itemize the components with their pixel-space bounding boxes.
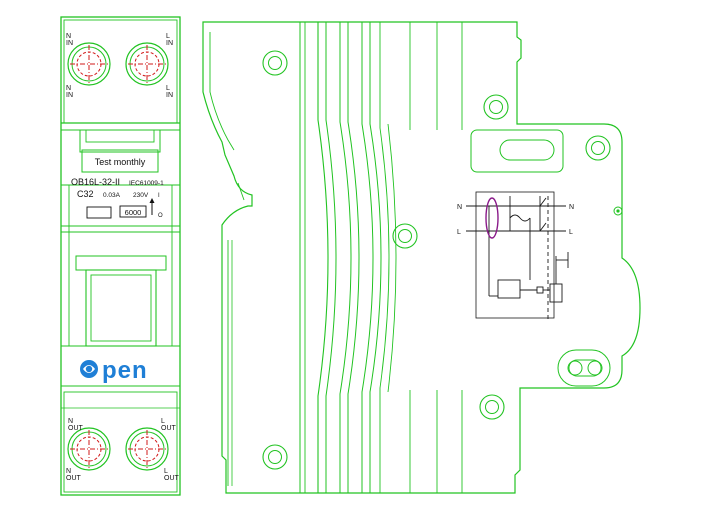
terminal-l-in[interactable] xyxy=(125,42,169,86)
test-button[interactable] xyxy=(81,149,159,173)
model-number: OB16L-32-II xyxy=(71,177,120,187)
terminal-n-out[interactable] xyxy=(67,427,111,471)
front-view xyxy=(60,16,181,496)
arrow-head-icon xyxy=(149,198,155,203)
front-outline xyxy=(60,16,181,496)
side-pin xyxy=(613,206,623,216)
toggle-handle[interactable] xyxy=(75,255,167,271)
mount-boss-center xyxy=(392,223,418,249)
sensitivity-rating: 0.03A xyxy=(103,192,121,199)
standard-number: IEC61009-1 xyxy=(129,180,164,187)
terminal-n-in[interactable] xyxy=(67,42,111,86)
capacity-box xyxy=(119,205,147,218)
schematic-label-right-n: N xyxy=(569,204,574,211)
schematic-label-left-l: L xyxy=(457,229,461,236)
mount-boss-top-left xyxy=(262,50,288,76)
side-pin-center xyxy=(616,209,620,213)
schematic-label-right-l: L xyxy=(569,229,573,236)
current-rating: C32 xyxy=(77,189,94,199)
off-mark: O xyxy=(158,213,163,219)
mount-boss-bottom-left xyxy=(262,444,288,470)
mount-boss-right-top xyxy=(585,135,611,161)
test-label: Test monthly xyxy=(95,157,146,167)
mount-boss-top-right xyxy=(483,94,509,120)
terminal-l-out[interactable] xyxy=(125,427,169,471)
wiring-schematic xyxy=(466,191,569,320)
voltage-rating: 230V xyxy=(133,192,149,199)
brand-logo-icon xyxy=(80,360,98,378)
mount-boss-bottom-right xyxy=(479,394,505,420)
schematic-label-left-n: N xyxy=(457,204,462,211)
side-outline xyxy=(202,21,641,494)
brand-name: pen xyxy=(102,357,148,384)
breaking-capacity: 6000 xyxy=(125,208,142,217)
on-mark: I xyxy=(158,193,160,199)
side-view xyxy=(202,21,641,494)
current-transformer-icon xyxy=(485,197,499,239)
